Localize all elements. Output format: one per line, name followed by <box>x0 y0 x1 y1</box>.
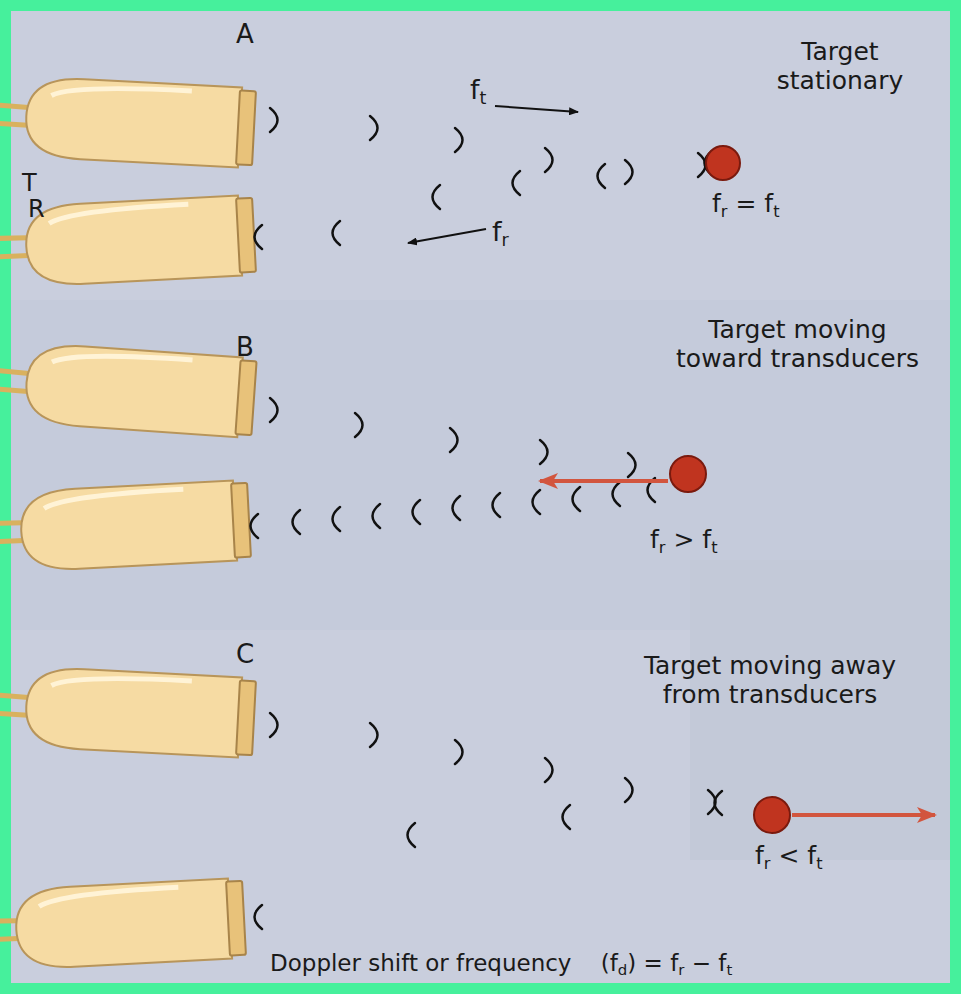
wave-arc <box>625 778 633 802</box>
wave-arc <box>613 482 621 506</box>
target <box>754 797 790 833</box>
panel-letter: B <box>236 333 254 363</box>
wave-arc <box>533 490 541 514</box>
transducer-body <box>24 76 242 167</box>
part-label: T <box>22 170 37 198</box>
transducer-body <box>14 879 232 970</box>
cable <box>0 691 29 715</box>
direction-arrow <box>495 106 578 112</box>
highlight <box>38 887 178 906</box>
transducer-body <box>19 481 237 572</box>
wave-arc <box>370 723 378 747</box>
wave-arc <box>598 164 606 188</box>
transducer-face <box>236 680 256 755</box>
transducer <box>0 72 256 168</box>
wave-arc <box>408 823 416 847</box>
caption: Doppler shift or frequency (fd) = fr − f… <box>270 950 732 976</box>
direction-arrow <box>408 229 486 243</box>
wave-arc <box>413 500 421 524</box>
transducer-face <box>226 881 246 956</box>
transducer-body <box>24 196 242 287</box>
wave-arc <box>270 713 278 737</box>
wave-arc <box>540 440 548 464</box>
target-note: Target moving away from transducers <box>600 652 940 710</box>
frequency-relation: fr > ft <box>650 526 718 555</box>
transducer-face <box>236 90 256 165</box>
highlight <box>52 350 192 372</box>
wave-arc <box>545 758 553 782</box>
transducer <box>0 878 246 974</box>
transducer-body <box>24 342 243 437</box>
part-label: R <box>28 196 45 224</box>
highlight <box>48 204 188 223</box>
transducer <box>0 337 257 438</box>
waves <box>251 108 723 929</box>
wave-arc <box>370 116 378 140</box>
motion-arrow <box>792 813 935 817</box>
wave-arc <box>255 225 263 249</box>
wave-arc <box>625 160 633 184</box>
wave-arc <box>333 221 341 245</box>
highlight <box>51 84 191 103</box>
wave-arc <box>455 128 463 152</box>
panel-shade <box>690 560 950 860</box>
transducer-face <box>236 198 256 273</box>
frequency-label: fr <box>492 216 509 247</box>
wave-arc <box>545 148 553 172</box>
transducer-face <box>231 483 251 558</box>
cable <box>0 366 29 391</box>
frequency-relation: fr < ft <box>755 842 823 871</box>
panel-letter: A <box>236 20 254 50</box>
wave-arc <box>513 171 521 195</box>
wave-arc <box>433 185 441 209</box>
wave-arc <box>455 740 463 764</box>
transducer-face <box>235 360 256 435</box>
wave-arc <box>255 905 263 929</box>
highlight <box>51 674 191 693</box>
target <box>670 456 706 492</box>
panel-letter: C <box>236 640 254 670</box>
target-note: Target moving toward transducers <box>655 316 940 374</box>
wave-arc <box>453 496 461 520</box>
background <box>11 11 950 983</box>
wave-arc <box>493 493 501 517</box>
wave-arc <box>715 791 723 815</box>
wave-arc <box>355 413 363 437</box>
transducer-body <box>24 666 242 757</box>
frequency-relation: fr = ft <box>712 190 780 219</box>
transducer <box>0 480 251 576</box>
motion-arrow <box>540 479 668 483</box>
wave-arc <box>333 507 341 531</box>
frequency-label: ft <box>470 74 486 105</box>
transducer <box>0 195 256 291</box>
wave-arc <box>270 398 278 422</box>
wave-arc <box>563 805 571 829</box>
transducers <box>0 72 257 973</box>
target <box>706 146 740 180</box>
wave-arc <box>373 504 381 528</box>
wave-arc <box>251 514 259 538</box>
wave-arc <box>270 108 278 132</box>
wave-arc <box>293 510 301 534</box>
wave-arc <box>628 453 636 477</box>
cable <box>0 521 24 545</box>
highlight <box>43 489 183 508</box>
cable <box>0 101 29 125</box>
wave-arc <box>450 428 458 452</box>
wave-arc <box>573 487 581 511</box>
transducer <box>0 662 256 758</box>
cable <box>0 236 29 260</box>
target-note: Target stationary <box>760 38 920 96</box>
